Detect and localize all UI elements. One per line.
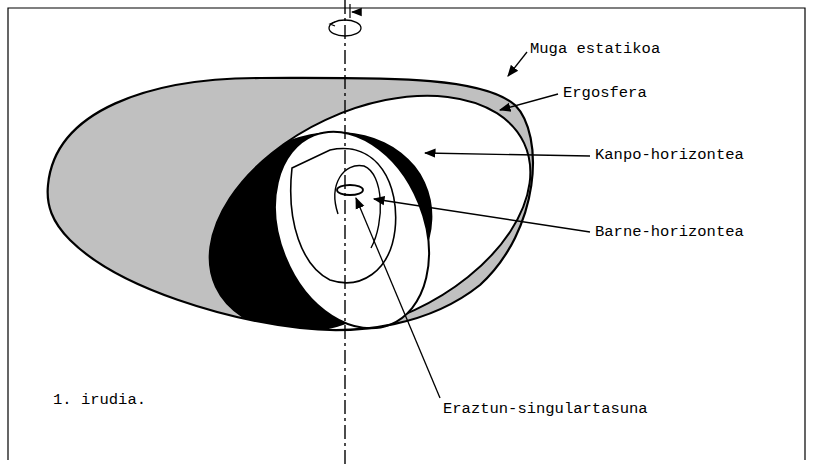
outer-horizon-label: Kanpo-horizontea	[595, 146, 744, 164]
static-limit-label: Muga estatikoa	[530, 40, 660, 58]
figure-caption: 1. irudia.	[53, 391, 146, 409]
ring-singularity-label: Eraztun-singulartasuna	[443, 400, 648, 418]
inner-horizon-label: Barne-horizontea	[595, 223, 744, 241]
ergosphere-label: Ergosfera	[563, 84, 647, 102]
